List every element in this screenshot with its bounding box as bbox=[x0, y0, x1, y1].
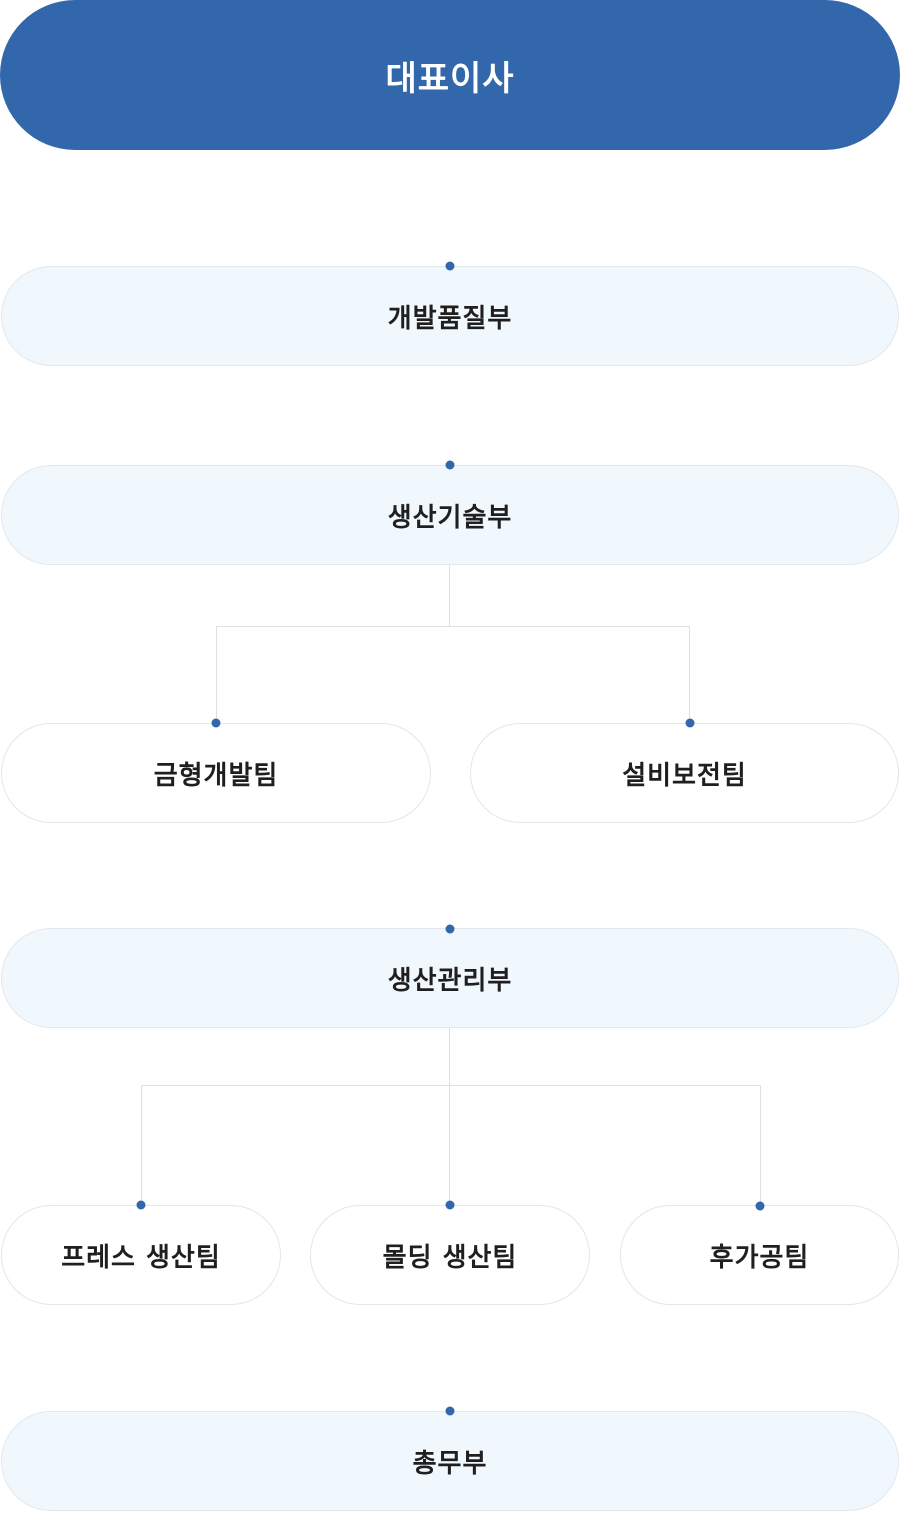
team-equipment: 설비보전팀 bbox=[470, 723, 899, 823]
team-molding: 몰딩 생산팀 bbox=[310, 1205, 590, 1305]
team-press: 프레스 생산팀 bbox=[1, 1205, 281, 1305]
dept-prod-tech: 생산기술부 bbox=[1, 465, 899, 565]
connector-prodtech-trunk bbox=[449, 565, 450, 626]
dot-prod-mgmt bbox=[445, 924, 455, 934]
connector-post-processing bbox=[760, 1085, 761, 1204]
dept-prod-mgmt-label: 생산관리부 bbox=[387, 965, 513, 996]
dot-prod-tech bbox=[445, 460, 455, 470]
team-mold-dev-label: 금형개발팀 bbox=[153, 760, 279, 791]
connector-prodmgmt-trunk bbox=[449, 1028, 450, 1204]
dept-prod-mgmt: 생산관리부 bbox=[1, 928, 899, 1028]
connector-mold-dev bbox=[216, 626, 217, 722]
connector-prodmgmt-bar bbox=[141, 1085, 761, 1086]
dot-general-affairs bbox=[445, 1406, 455, 1416]
ceo-node: 대표이사 bbox=[0, 0, 900, 150]
dot-equipment bbox=[685, 718, 695, 728]
team-molding-label: 몰딩 생산팀 bbox=[382, 1242, 518, 1273]
team-equipment-label: 설비보전팀 bbox=[622, 760, 747, 791]
team-press-label: 프레스 생산팀 bbox=[61, 1242, 221, 1273]
dept-dev-quality-label: 개발품질부 bbox=[387, 303, 513, 334]
connector-prodtech-bar bbox=[216, 626, 690, 627]
dept-prod-tech-label: 생산기술부 bbox=[387, 502, 513, 533]
dot-mold-dev bbox=[211, 718, 221, 728]
team-post-processing-label: 후가공팀 bbox=[709, 1242, 810, 1273]
connector-press bbox=[141, 1085, 142, 1204]
dot-dev-quality bbox=[445, 261, 455, 271]
dot-molding bbox=[445, 1200, 455, 1210]
connector-equipment bbox=[689, 626, 690, 722]
ceo-label: 대표이사 bbox=[385, 58, 515, 99]
dept-general-affairs: 총무부 bbox=[1, 1411, 899, 1511]
dept-general-affairs-label: 총무부 bbox=[412, 1448, 488, 1479]
dot-press bbox=[136, 1200, 146, 1210]
dot-post-processing bbox=[755, 1201, 765, 1211]
team-mold-dev: 금형개발팀 bbox=[1, 723, 431, 823]
dept-dev-quality: 개발품질부 bbox=[1, 266, 899, 366]
team-post-processing: 후가공팀 bbox=[620, 1205, 899, 1305]
